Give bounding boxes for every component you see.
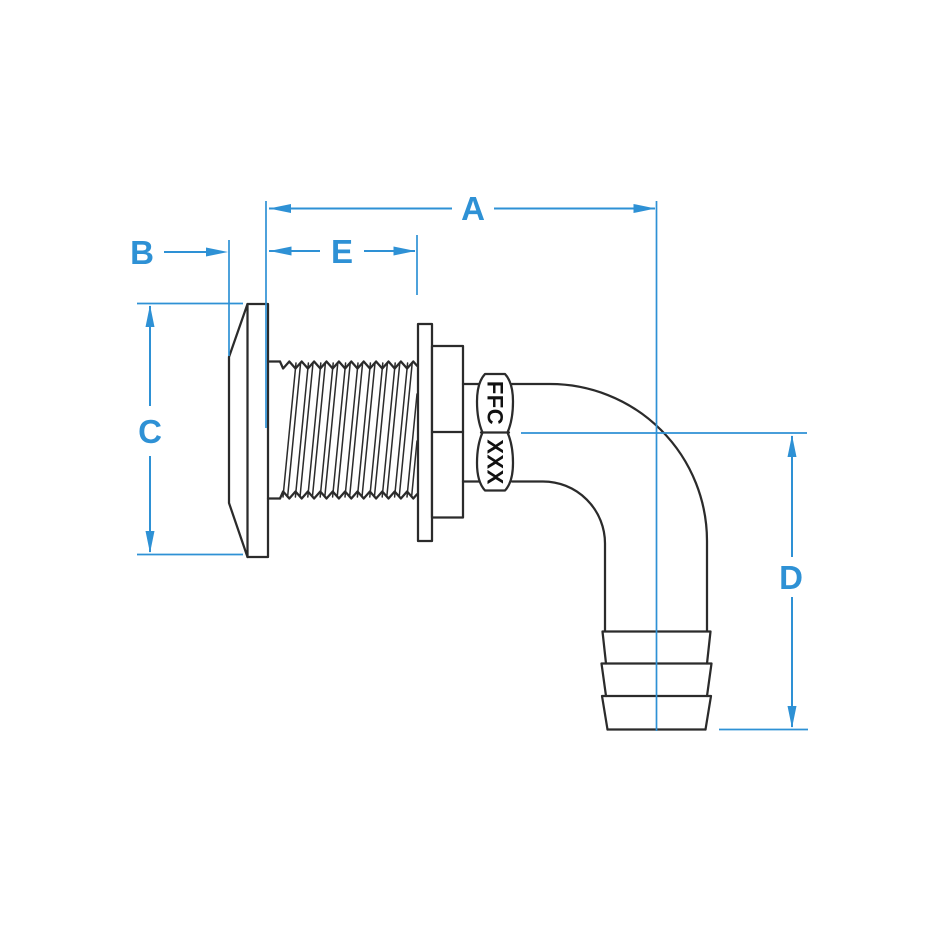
dim-c-arrow-bottom <box>145 531 155 553</box>
dim-c-label: C <box>138 413 162 450</box>
nut-marking-top: FFC <box>483 381 508 425</box>
nut-marking-bottom: XXX <box>483 439 508 485</box>
dim-e-arrow-left <box>269 246 292 256</box>
dim-e-label: E <box>331 233 353 270</box>
dimension-c: C <box>138 305 162 553</box>
flange-disc <box>246 302 270 559</box>
flange-bevel-profile <box>227 302 249 559</box>
dimension-b: B <box>130 234 228 271</box>
thread-shank-edges <box>266 360 282 500</box>
thread-hatch-lines <box>282 362 418 498</box>
dim-a-label: A <box>461 190 485 227</box>
dim-c-arrow-top <box>145 305 155 327</box>
lock-nut <box>430 344 465 519</box>
elbow-outer-wall <box>510 382 709 633</box>
dim-b-arrow <box>206 247 228 257</box>
dimension-d: D <box>779 435 803 728</box>
threaded-shaft <box>266 360 419 500</box>
dim-d-arrow-top <box>787 435 797 457</box>
fitting-part: FFC XXX <box>227 302 713 731</box>
flange-head <box>227 302 270 559</box>
elbow-pipe <box>510 382 709 633</box>
dim-a-arrow-right <box>633 204 656 213</box>
dim-a-arrow-left <box>269 204 291 213</box>
elbow-inner-wall <box>510 480 607 633</box>
swivel-hex-nut: FFC XXX <box>475 372 515 492</box>
dim-b-label: B <box>130 234 154 271</box>
dim-d-label: D <box>779 559 803 596</box>
dimension-callouts: A B E C D <box>130 190 808 731</box>
dimension-a: A <box>269 190 656 227</box>
backing-washer <box>416 322 434 543</box>
dimension-e: E <box>269 233 416 270</box>
dim-d-arrow-bottom <box>787 706 797 728</box>
dim-e-arrow-right <box>393 246 416 256</box>
hose-barb <box>600 630 713 731</box>
